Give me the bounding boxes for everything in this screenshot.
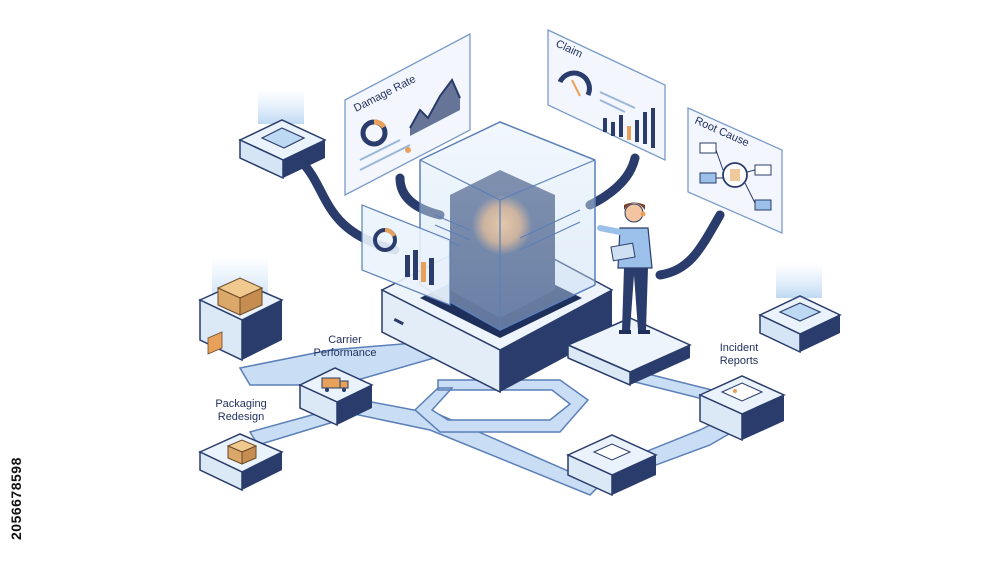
- analyst-person: [597, 202, 653, 334]
- damage-rate-panel: Damage Rate: [344, 32, 471, 197]
- truck-icon: [321, 377, 349, 392]
- front-chart-panel: [361, 204, 451, 306]
- carrier-performance-label: Carrier Performance: [313, 334, 377, 359]
- stock-id-watermark: 2056678598: [8, 300, 24, 540]
- report-node-bottom: [566, 434, 658, 497]
- package-node: [198, 255, 284, 362]
- packaging-redesign-label: Packaging Redesign: [215, 398, 267, 423]
- sensor-node-right: [758, 262, 842, 354]
- incident-node: [698, 375, 786, 442]
- stock-id-text: 2056678598: [8, 457, 24, 540]
- incident-reports-label: Incident Reports: [719, 342, 759, 367]
- root-cause-panel: Root Cause: [687, 106, 783, 234]
- sensor-node-left: [238, 88, 327, 180]
- standing-platform: [566, 317, 692, 387]
- claim-panel: Claim: [547, 28, 666, 162]
- carrier-node: [298, 367, 374, 427]
- data-cube: [419, 121, 596, 331]
- packaging-node: [198, 433, 284, 492]
